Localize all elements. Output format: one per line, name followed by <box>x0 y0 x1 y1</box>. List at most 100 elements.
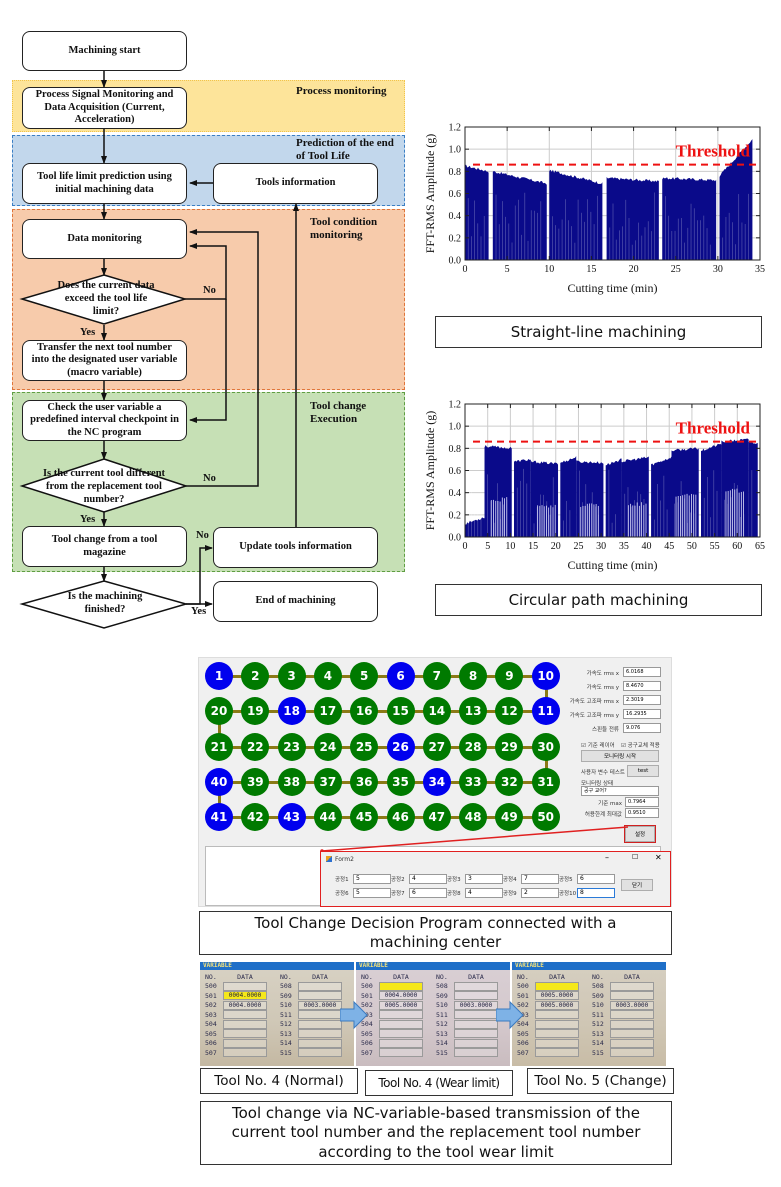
tool-node-42[interactable]: 42 <box>241 803 270 832</box>
nc-variable-value[interactable] <box>535 1048 579 1058</box>
nc-variable-value[interactable] <box>223 981 267 991</box>
tool-node-5[interactable]: 5 <box>350 662 379 690</box>
nc-variable-value[interactable] <box>610 1010 654 1020</box>
nc-variable-value[interactable] <box>298 1038 342 1048</box>
tool-node-14[interactable]: 14 <box>422 697 451 726</box>
field-harmonic-rms-x[interactable]: 2.3019 <box>623 695 661 705</box>
tool-node-7[interactable]: 7 <box>422 662 451 690</box>
nc-variable-value[interactable] <box>610 1029 654 1039</box>
tool-node-38[interactable]: 38 <box>277 767 306 796</box>
tool-node-36[interactable]: 36 <box>350 767 379 796</box>
tool-node-46[interactable]: 46 <box>386 803 415 832</box>
nc-variable-value[interactable] <box>379 1019 423 1029</box>
field-spindle-current[interactable]: 9.076 <box>623 723 661 733</box>
tool-node-15[interactable]: 15 <box>386 697 415 726</box>
nc-variable-value[interactable] <box>535 1010 579 1020</box>
nc-variable-value[interactable] <box>454 1038 498 1048</box>
tool-node-2[interactable]: 2 <box>241 662 270 690</box>
tool-node-19[interactable]: 19 <box>241 697 270 726</box>
nc-variable-value[interactable] <box>535 1019 579 1029</box>
nc-variable-value[interactable]: 0004.0000 <box>379 991 423 1001</box>
nc-variable-value[interactable]: 0005.0000 <box>535 991 579 1001</box>
tool-node-3[interactable]: 3 <box>277 662 306 690</box>
nc-variable-value[interactable] <box>298 1019 342 1029</box>
nc-variable-value[interactable] <box>454 981 498 991</box>
tool-node-28[interactable]: 28 <box>459 732 488 761</box>
tool-node-24[interactable]: 24 <box>313 732 342 761</box>
nc-variable-value[interactable] <box>535 1038 579 1048</box>
test-button[interactable]: test <box>627 765 659 777</box>
tool-node-13[interactable]: 13 <box>459 697 488 726</box>
start-monitoring-button[interactable]: 모니터링 시작 <box>581 750 659 762</box>
nc-variable-value[interactable]: 0004.0000 <box>223 1000 267 1010</box>
nc-variable-value[interactable] <box>535 981 579 991</box>
tool-node-49[interactable]: 49 <box>495 803 524 832</box>
tool-node-4[interactable]: 4 <box>313 662 342 690</box>
tool-node-50[interactable]: 50 <box>531 803 560 832</box>
nc-variable-value[interactable]: 0003.0000 <box>454 1000 498 1010</box>
form2-input-process-8[interactable]: 4 <box>465 888 503 898</box>
nc-variable-value[interactable] <box>610 1038 654 1048</box>
nc-variable-value[interactable] <box>379 1010 423 1020</box>
tool-node-43[interactable]: 43 <box>277 803 306 832</box>
nc-variable-value[interactable] <box>610 1048 654 1058</box>
tool-node-40[interactable]: 40 <box>205 767 233 796</box>
nc-variable-value[interactable] <box>610 991 654 1001</box>
nc-variable-value[interactable] <box>454 1019 498 1029</box>
nc-variable-value[interactable] <box>454 1010 498 1020</box>
tool-node-12[interactable]: 12 <box>495 697 524 726</box>
field-harmonic-rms-y[interactable]: 16.2935 <box>623 709 661 719</box>
tool-node-37[interactable]: 37 <box>313 767 342 796</box>
tool-node-41[interactable]: 41 <box>205 803 233 832</box>
tool-node-47[interactable]: 47 <box>422 803 451 832</box>
tool-node-17[interactable]: 17 <box>313 697 342 726</box>
form2-input-process-7[interactable]: 6 <box>409 888 447 898</box>
settings-button[interactable]: 설정 <box>624 825 656 843</box>
checkbox-tool-change-apply[interactable]: ☑ 공구교체 적용 <box>621 741 660 749</box>
form2-input-process-6[interactable]: 5 <box>353 888 391 898</box>
nc-variable-value[interactable]: 0005.0000 <box>535 1000 579 1010</box>
form2-close-button[interactable]: 닫기 <box>621 879 653 891</box>
nc-variable-value[interactable] <box>298 981 342 991</box>
nc-variable-value[interactable] <box>454 1048 498 1058</box>
tool-node-25[interactable]: 25 <box>350 732 379 761</box>
checkbox-reference-layer[interactable]: ☑ 기준 레이어 <box>581 741 615 749</box>
tool-node-16[interactable]: 16 <box>350 697 379 726</box>
tool-node-32[interactable]: 32 <box>495 767 524 796</box>
form2-input-process-9[interactable]: 2 <box>521 888 559 898</box>
maximize-button[interactable]: ☐ <box>632 853 639 861</box>
tool-node-26[interactable]: 26 <box>386 732 415 761</box>
nc-variable-value[interactable] <box>223 1048 267 1058</box>
nc-variable-value[interactable] <box>379 1048 423 1058</box>
nc-variable-value[interactable] <box>223 1029 267 1039</box>
tool-node-10[interactable]: 10 <box>531 662 560 690</box>
nc-variable-value[interactable] <box>223 1010 267 1020</box>
form2-input-process-2[interactable]: 4 <box>409 874 447 884</box>
nc-variable-value[interactable] <box>298 1010 342 1020</box>
form2-input-process-10[interactable]: 8 <box>577 888 615 898</box>
tool-node-23[interactable]: 23 <box>277 732 306 761</box>
tool-node-31[interactable]: 31 <box>531 767 560 796</box>
nc-variable-value[interactable] <box>379 1038 423 1048</box>
tolerance-max-field[interactable]: 0.9510 <box>625 808 659 818</box>
nc-variable-value[interactable] <box>298 1029 342 1039</box>
form2-input-process-5[interactable]: 6 <box>577 874 615 884</box>
tool-node-48[interactable]: 48 <box>459 803 488 832</box>
nc-variable-value[interactable] <box>298 991 342 1001</box>
nc-variable-value[interactable] <box>298 1048 342 1058</box>
tool-node-11[interactable]: 11 <box>531 697 560 726</box>
tool-node-30[interactable]: 30 <box>531 732 560 761</box>
tool-node-35[interactable]: 35 <box>386 767 415 796</box>
ref-max-field[interactable]: 0.7964 <box>625 797 659 807</box>
nc-variable-value[interactable]: 0005.0000 <box>379 1000 423 1010</box>
nc-variable-value[interactable] <box>535 1029 579 1039</box>
tool-node-39[interactable]: 39 <box>241 767 270 796</box>
tool-node-6[interactable]: 6 <box>386 662 415 690</box>
tool-node-29[interactable]: 29 <box>495 732 524 761</box>
form2-input-process-3[interactable]: 3 <box>465 874 503 884</box>
nc-variable-value[interactable] <box>223 1038 267 1048</box>
tool-node-44[interactable]: 44 <box>313 803 342 832</box>
nc-variable-value[interactable] <box>379 1029 423 1039</box>
nc-variable-value[interactable] <box>223 1019 267 1029</box>
tool-node-45[interactable]: 45 <box>350 803 379 832</box>
